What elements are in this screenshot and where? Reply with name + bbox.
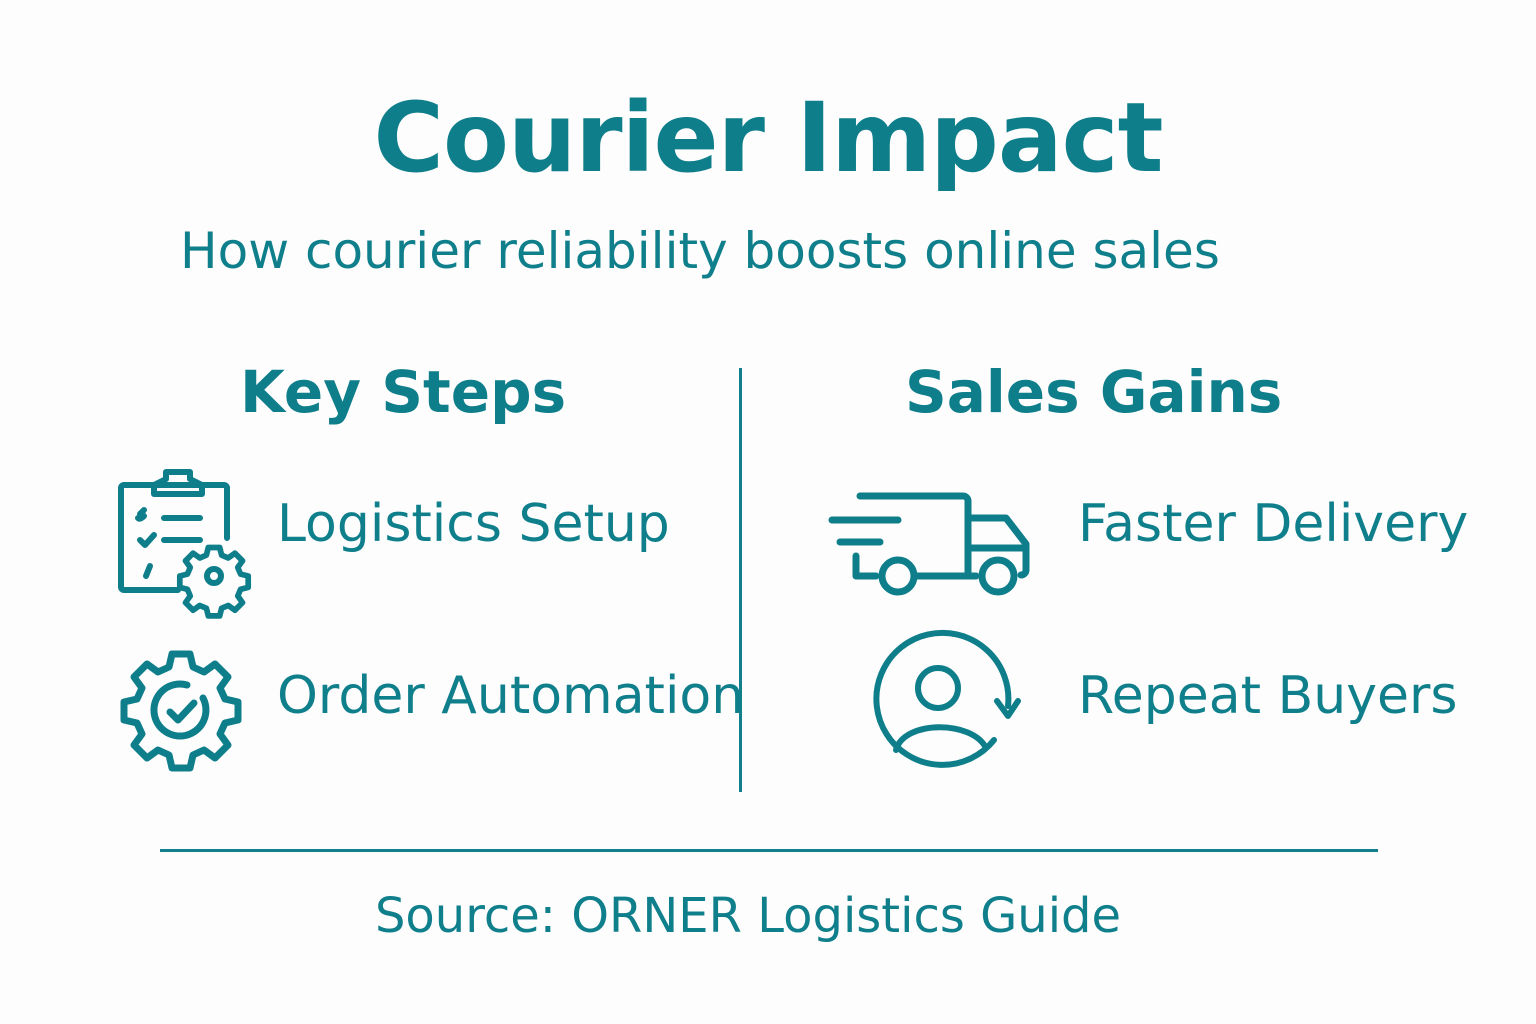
clipboard-gear-icon: [116, 466, 252, 619]
sales-gains-heading: Sales Gains: [905, 358, 1283, 426]
gear-check-icon: [117, 646, 247, 780]
source-note: Source: ORNER Logistics Guide: [374, 888, 1122, 944]
faster-delivery-label: Faster Delivery: [1078, 494, 1469, 554]
footer-divider: [160, 849, 1378, 852]
key-steps-heading: Key Steps: [240, 358, 567, 426]
logistics-setup-label: Logistics Setup: [277, 494, 670, 554]
column-divider: [739, 368, 742, 792]
repeat-buyers-label: Repeat Buyers: [1078, 666, 1458, 726]
delivery-truck-icon: [828, 490, 1038, 604]
order-automation-label: Order Automation: [277, 666, 745, 726]
page-title: Courier Impact: [373, 82, 1164, 194]
user-cycle-icon: [868, 629, 1023, 784]
page-subtitle: How courier reliability boosts online sa…: [180, 222, 1220, 280]
